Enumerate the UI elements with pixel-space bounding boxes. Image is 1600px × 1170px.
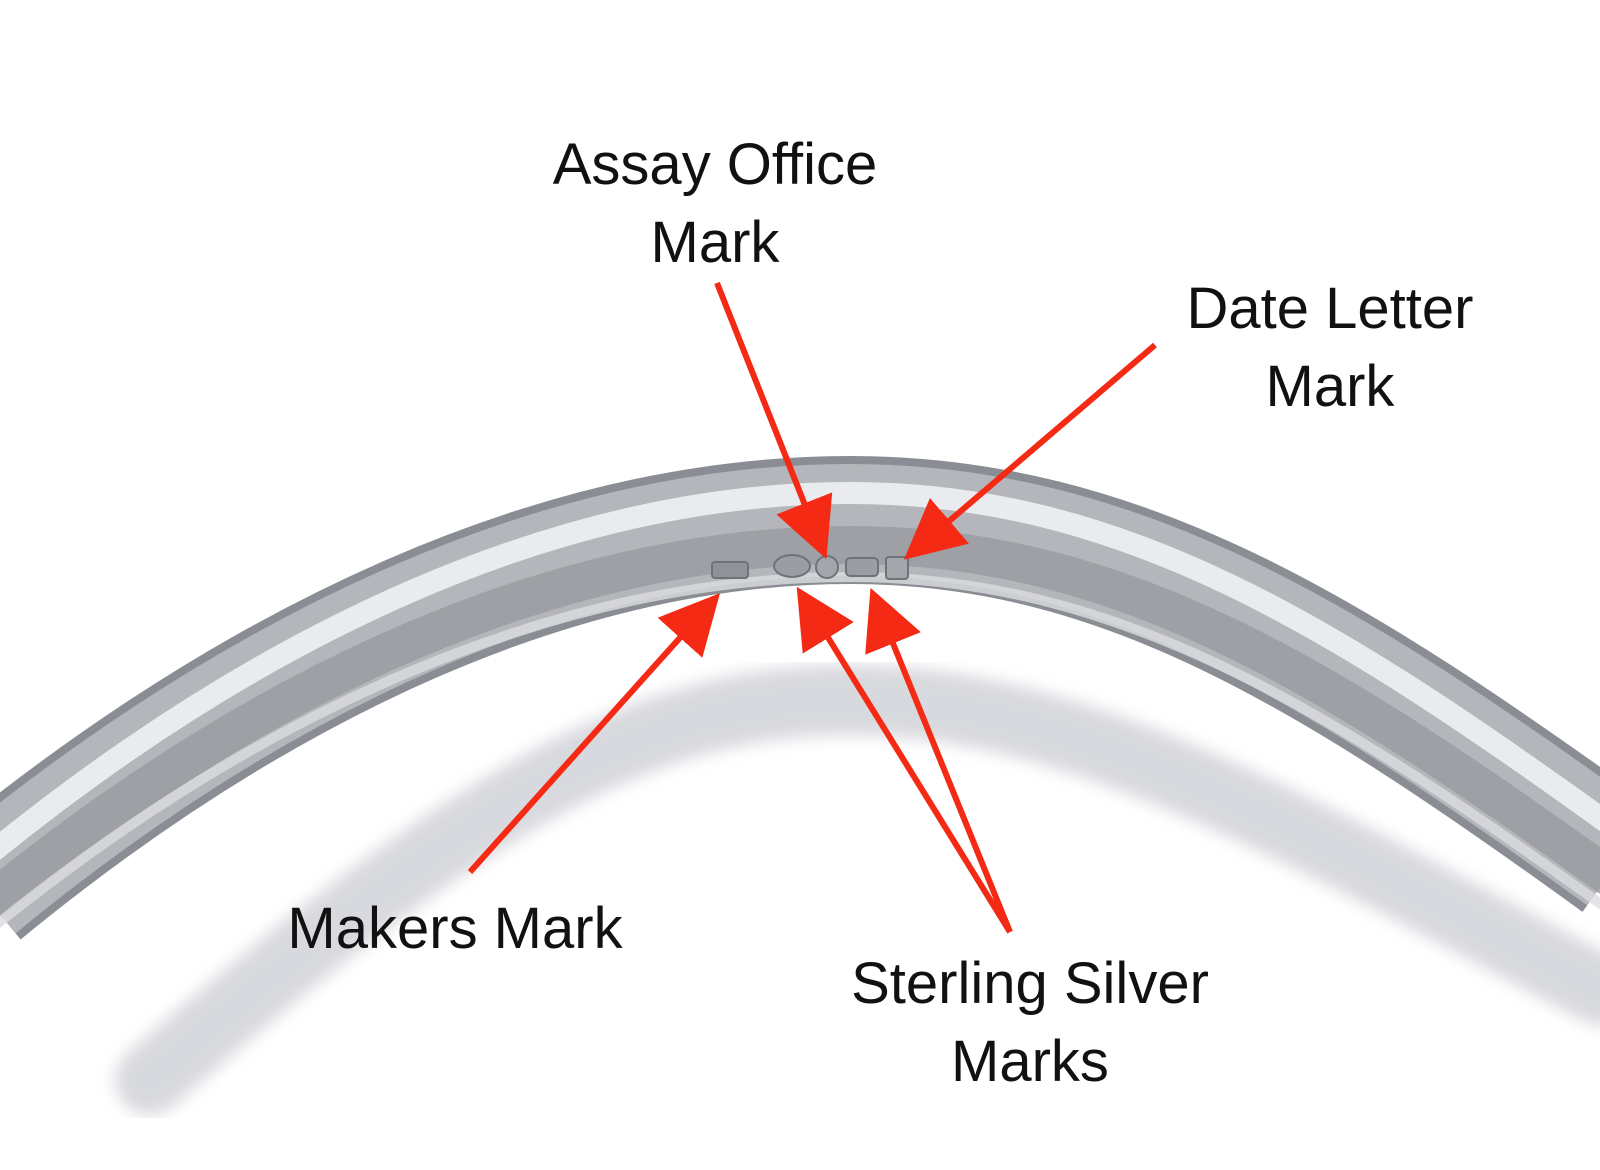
arrows [467, 281, 1157, 934]
makers-mark-stamp [711, 561, 749, 579]
assay-office-mark-stamp [815, 555, 839, 579]
label-date-letter-line2: Mark [1265, 354, 1395, 419]
arrow-assay-office [714, 281, 833, 560]
fineness-mark-stamp [773, 554, 811, 578]
arrow-sterling-fineness [796, 586, 1013, 934]
bangle-tube-highlight [0, 481, 1600, 860]
hallmark-stamps [711, 554, 909, 580]
bangle-tube-dark-band [0, 525, 1600, 919]
label-sterling-silver-marks: Sterling Silver Marks [800, 945, 1260, 1101]
label-date-letter-mark: Date Letter Mark [1130, 270, 1530, 426]
label-date-letter-line1: Date Letter [1186, 276, 1474, 341]
arrow-makers-mark [467, 593, 721, 875]
arrow-sterling-britannia [865, 587, 1013, 934]
britannia-mark-stamp [845, 557, 879, 577]
arrow-date-letter [903, 342, 1157, 560]
bangle-tube-lower-highlight [0, 571, 1600, 929]
bangle-shadow [115, 664, 1600, 1115]
date-letter-mark-stamp [885, 556, 909, 580]
label-assay-office-line2: Mark [650, 210, 780, 275]
label-assay-office-line1: Assay Office [552, 132, 878, 197]
label-sterling-silver-line1: Sterling Silver [851, 951, 1209, 1016]
label-makers-mark-line1: Makers Mark [287, 896, 623, 961]
label-makers-mark: Makers Mark [240, 890, 670, 968]
label-sterling-silver-line2: Marks [951, 1029, 1109, 1094]
label-assay-office-mark: Assay Office Mark [500, 126, 930, 282]
